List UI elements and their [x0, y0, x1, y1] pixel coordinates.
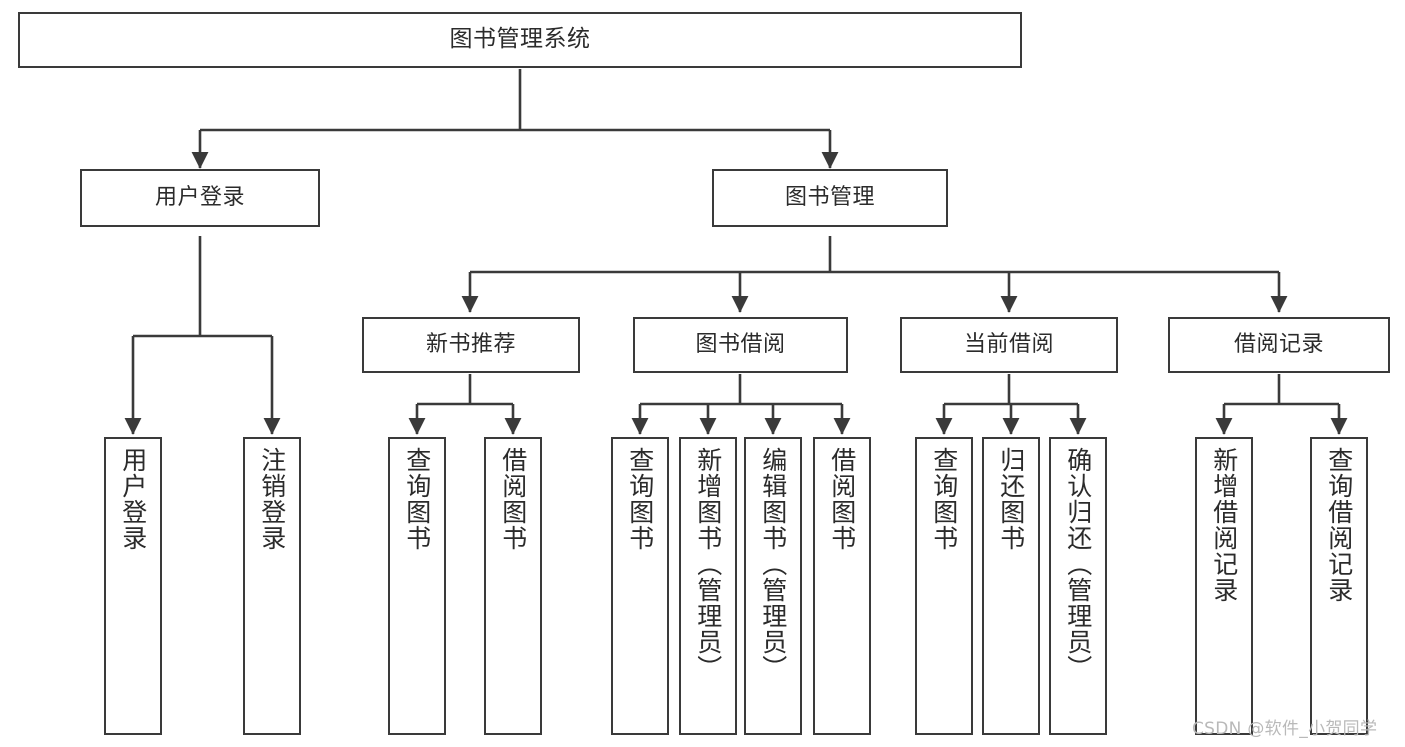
leaf-record-query-record[interactable]: 查询借阅记录: [1310, 437, 1368, 735]
node-borrow-record[interactable]: 借阅记录: [1168, 317, 1390, 373]
leaf-borrow-edit-book-admin[interactable]: 编辑图书（管理员）: [744, 437, 802, 735]
leaf-record-add-record[interactable]: 新增借阅记录: [1195, 437, 1253, 735]
leaf-current-return-book[interactable]: 归还图书: [982, 437, 1040, 735]
leaf-user-login-login[interactable]: 用户登录: [104, 437, 162, 735]
leaf-borrow-borrow-book[interactable]: 借阅图书: [813, 437, 871, 735]
node-new-book-recommend[interactable]: 新书推荐: [362, 317, 580, 373]
node-label: 确认归还（管理员）: [1063, 447, 1093, 681]
node-label: 用户登录: [154, 184, 245, 210]
node-current-borrow[interactable]: 当前借阅: [900, 317, 1118, 373]
leaf-borrow-add-book-admin[interactable]: 新增图书（管理员）: [679, 437, 737, 735]
node-label: 当前借阅: [963, 331, 1054, 357]
node-label: 编辑图书（管理员）: [758, 447, 788, 681]
watermark: CSDN @软件_小贺同学: [1192, 719, 1378, 739]
node-label: 新增图书（管理员）: [693, 447, 723, 681]
node-book-management[interactable]: 图书管理: [712, 169, 948, 227]
node-label: 查询借阅记录: [1324, 447, 1354, 603]
leaf-new-book-query[interactable]: 查询图书: [388, 437, 446, 735]
node-label: 借阅记录: [1233, 331, 1324, 357]
node-book-borrow[interactable]: 图书借阅: [633, 317, 848, 373]
node-label: 图书借阅: [695, 331, 786, 357]
node-label: 新增借阅记录: [1209, 447, 1239, 603]
node-label: 借阅图书: [498, 447, 528, 551]
node-root-system[interactable]: 图书管理系统: [18, 12, 1022, 68]
node-user-login[interactable]: 用户登录: [80, 169, 320, 227]
leaf-borrow-query-book[interactable]: 查询图书: [611, 437, 669, 735]
leaf-current-query-book[interactable]: 查询图书: [915, 437, 973, 735]
node-label: 注销登录: [257, 447, 287, 551]
node-label: 新书推荐: [425, 331, 516, 357]
leaf-new-book-borrow[interactable]: 借阅图书: [484, 437, 542, 735]
node-label: 查询图书: [625, 447, 655, 551]
node-label: 图书管理: [784, 184, 875, 210]
node-label: 用户登录: [118, 447, 148, 551]
node-label: 图书管理系统: [449, 26, 591, 53]
leaf-current-confirm-return-admin[interactable]: 确认归还（管理员）: [1049, 437, 1107, 735]
leaf-user-login-logout[interactable]: 注销登录: [243, 437, 301, 735]
node-label: 借阅图书: [827, 447, 857, 551]
node-label: 归还图书: [996, 447, 1026, 551]
node-label: 查询图书: [402, 447, 432, 551]
node-label: 查询图书: [929, 447, 959, 551]
